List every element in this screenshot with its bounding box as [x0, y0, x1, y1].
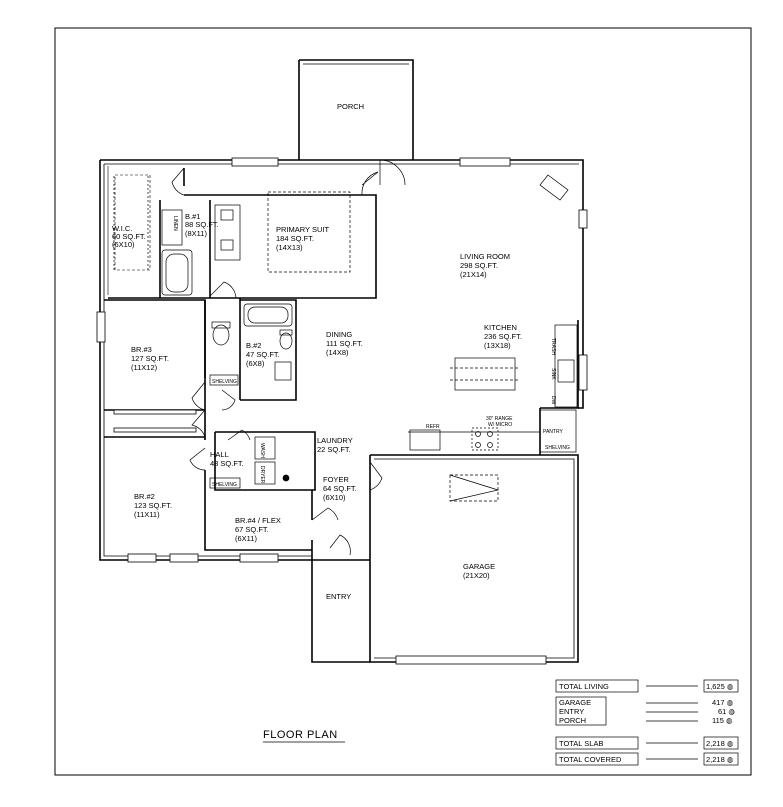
linen-label: LINEN — [172, 216, 178, 231]
garage-name: GARAGE — [463, 562, 495, 571]
wic-area: 60 SQ.FT. — [112, 232, 146, 241]
laundry-name: LAUNDRY — [317, 436, 353, 445]
living-dims: (21X14) — [460, 270, 487, 279]
br2-area: 123 SQ.FT. — [134, 501, 172, 510]
total-living-label: TOTAL LIVING — [559, 682, 609, 691]
porch-label: PORCH — [337, 102, 364, 111]
br4-dims: (6X11) — [235, 534, 257, 543]
wash-label: WASH — [259, 443, 265, 458]
dining-name: DINING — [326, 330, 352, 339]
refr-label: REFR — [426, 424, 440, 430]
garage-dims: (21X20) — [463, 571, 490, 580]
kitchen-area: 236 SQ.FT. — [484, 332, 522, 341]
br4-name: BR.#4 / FLEX — [235, 516, 281, 525]
bath2-dims: (6X8) — [246, 359, 265, 368]
br3-area: 127 SQ.FT. — [131, 354, 169, 363]
foyer-dims: (6X10) — [323, 493, 346, 502]
total-slab-label: TOTAL SLAB — [559, 739, 603, 748]
wic-dims: (6X10) — [112, 240, 135, 249]
sheet-border — [54, 27, 752, 776]
dryer-label: DRYER — [259, 466, 265, 484]
entry-label: ENTRY — [326, 592, 351, 601]
br3-dims: (11X12) — [131, 363, 158, 372]
trash-label: TRASH — [550, 338, 556, 355]
range-label: 30" RANGE — [486, 416, 513, 422]
bath1-name: B.#1 — [185, 212, 200, 221]
sink-label: SINK — [550, 368, 556, 380]
bath2-name: B.#2 — [246, 341, 261, 350]
windows — [96, 157, 588, 665]
porch-total-value: 115 ◍ — [712, 716, 733, 725]
bath1-dims: (8X11) — [185, 229, 207, 238]
dining-area: 111 SQ.FT. — [326, 339, 363, 348]
br3-name: BR.#3 — [131, 345, 152, 354]
foyer-area: 64 SQ.FT. — [323, 484, 357, 493]
foyer-name: FOYER — [323, 475, 349, 484]
primary-name: PRIMARY SUIT — [276, 225, 329, 234]
hall-name: HALL — [210, 450, 229, 459]
total-slab-value: 2,218 ◍ — [706, 739, 734, 748]
entry-total-label: ENTRY — [559, 707, 584, 716]
living-area: 298 SQ.FT. — [460, 261, 498, 270]
plan-title: FLOOR PLAN — [263, 729, 338, 741]
wic-name: W.I.C. — [112, 224, 132, 233]
hall-area: 48 SQ.FT. — [210, 459, 244, 468]
shelving-label-bath: SHELVING — [212, 379, 237, 385]
dining-dims: (14X8) — [326, 348, 349, 357]
bath1-area: 88 SQ.FT. — [185, 220, 219, 229]
doors — [171, 159, 569, 556]
br4-area: 67 SQ.FT. — [235, 525, 269, 534]
total-covered-label: TOTAL COVERED — [559, 755, 622, 764]
walls — [99, 59, 584, 663]
br2-name: BR.#2 — [134, 492, 155, 501]
bath2-area: 47 SQ.FT. — [246, 350, 280, 359]
pantry-label: PANTRY — [543, 429, 563, 435]
fixtures — [113, 176, 578, 502]
porch-total-label: PORCH — [559, 716, 586, 725]
br2-dims: (11X11) — [134, 510, 160, 519]
dw-label: DW — [550, 396, 556, 405]
primary-dims: (14X13) — [276, 243, 303, 252]
micro-label: W/ MICRO — [488, 422, 512, 428]
laundry-area: 22 SQ.FT. — [317, 445, 351, 454]
total-living-value: 1,625 ◍ — [706, 682, 734, 691]
total-covered-value: 2,218 ◍ — [706, 755, 734, 764]
area-totals-table: TOTAL LIVING 1,625 ◍ GARAGE ENTRY PORCH … — [555, 679, 739, 766]
primary-area: 184 SQ.FT. — [276, 234, 314, 243]
shelving-label-hall: SHELVING — [212, 482, 237, 488]
shelving-label-kitchen: SHELVING — [545, 445, 570, 451]
garage-total-label: GARAGE — [559, 698, 591, 707]
garage-total-value: 417 ◍ — [712, 698, 734, 707]
kitchen-dims: (13X18) — [484, 341, 511, 350]
living-name: LIVING ROOM — [460, 252, 510, 261]
entry-total-value: 61 ◍ — [718, 707, 735, 716]
kitchen-name: KITCHEN — [484, 323, 517, 332]
